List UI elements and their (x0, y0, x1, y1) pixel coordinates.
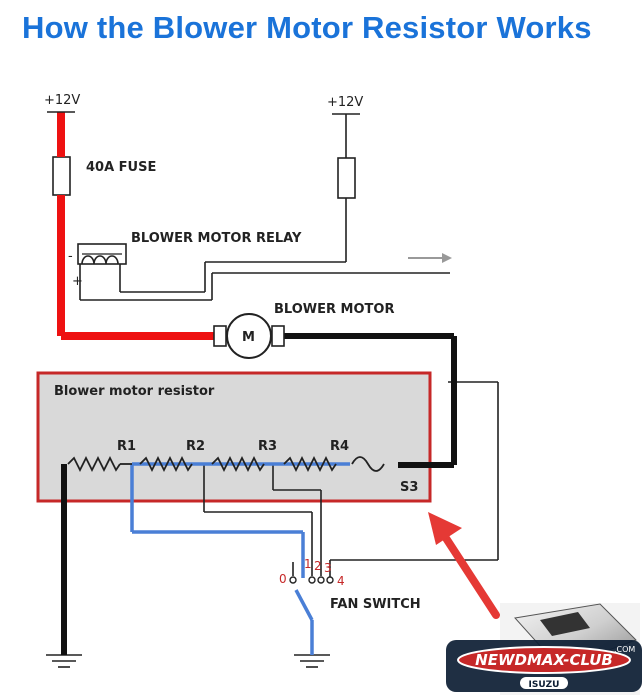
page-title: How the Blower Motor Resistor Works (22, 10, 592, 45)
label-r1: R1 (117, 439, 136, 454)
label-r3: R3 (258, 439, 277, 454)
resistor-box-label: Blower motor resistor (54, 384, 215, 399)
logo-brand: ISUZU (529, 680, 560, 690)
blower-motor (213, 313, 285, 359)
label-pin-1: 1 (304, 557, 312, 571)
label-pin-2: 2 (314, 559, 322, 573)
label-r4: R4 (330, 439, 349, 454)
arrow-right-icon (408, 253, 452, 263)
label-pin-4: 4 (337, 574, 345, 588)
label-s3: S3 (400, 480, 418, 495)
pointer-arrow-icon (428, 512, 500, 619)
label-relay-plus: + (72, 274, 83, 289)
label-relay: BLOWER MOTOR RELAY (131, 231, 302, 246)
label-fuse: 40A FUSE (86, 160, 156, 175)
label-pin-0: 0 (279, 572, 287, 586)
label-fan-switch: FAN SWITCH (330, 597, 421, 612)
fuse-right (337, 157, 356, 199)
resistor-r2 (139, 455, 193, 473)
label-pin-3: 3 (324, 561, 332, 575)
thermal-fuse-s3 (351, 456, 385, 472)
ground-wire (61, 333, 457, 655)
positive-wire (57, 112, 218, 340)
label-r2: R2 (186, 439, 205, 454)
fuse-40a (52, 156, 71, 196)
resistor-box (36, 371, 432, 503)
label-motor: BLOWER MOTOR (274, 302, 394, 317)
club-logo: NEWDMAX-CLUB .COM ISUZU (446, 640, 642, 692)
resistor-chain (67, 455, 385, 473)
resistor-r3 (211, 455, 265, 473)
current-path (130, 462, 350, 655)
resistor-r4 (283, 455, 337, 473)
logo-suffix: .COM (614, 645, 635, 654)
label-supply-left: +12V (44, 93, 80, 108)
fan-switch (289, 576, 334, 584)
motor-symbol: M (242, 330, 255, 345)
control-wiring (46, 113, 499, 668)
label-supply-right: +12V (327, 95, 363, 110)
label-relay-minus: - (68, 249, 73, 264)
blower-motor-relay (77, 243, 127, 265)
resistor-r1 (67, 455, 121, 473)
logo-text: NEWDMAX-CLUB (475, 651, 613, 669)
